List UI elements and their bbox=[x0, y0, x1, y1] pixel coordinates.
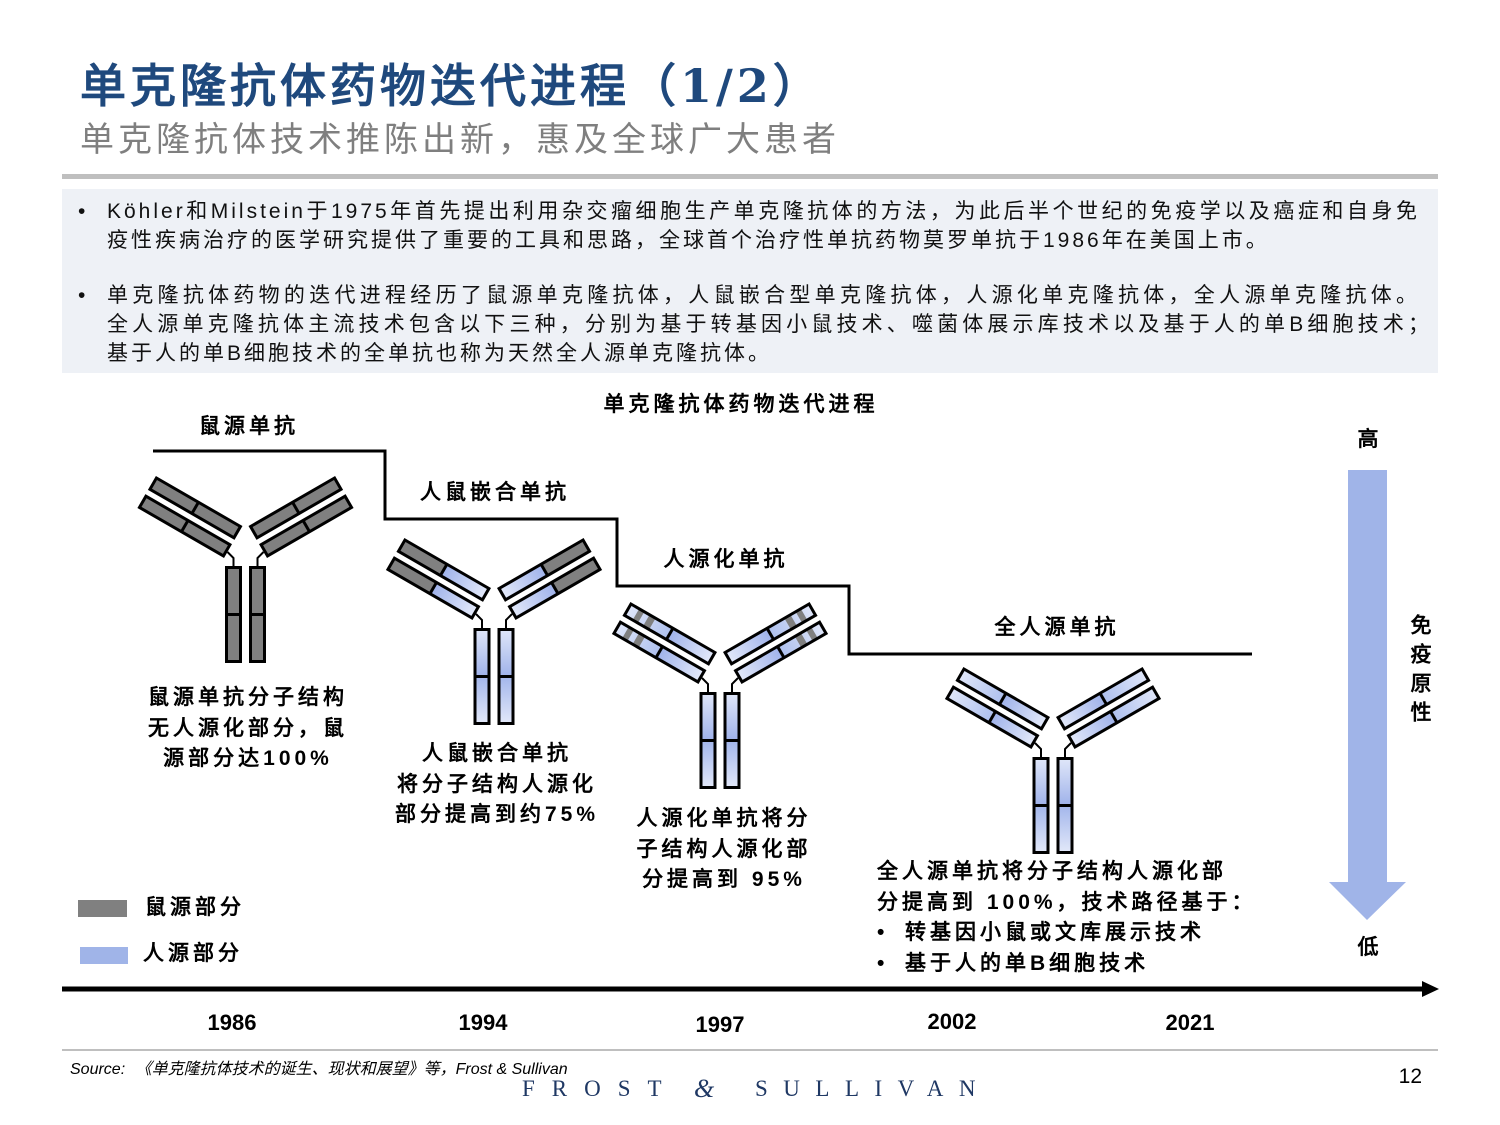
description-line: 源部分达100% bbox=[163, 747, 333, 770]
bullet-icon: • bbox=[78, 284, 86, 307]
legend-swatch-human bbox=[80, 947, 128, 964]
immunogenicity-high-label: 高 bbox=[1357, 428, 1379, 451]
stage-description-chimeric: 人鼠嵌合单抗 将分子结构人源化 部分提高到约75% bbox=[357, 739, 637, 831]
description-line: 分提高到 95% bbox=[642, 868, 806, 891]
stage-label-humanized: 人源化单抗 bbox=[663, 548, 789, 571]
logo-sullivan: SULLIVAN bbox=[755, 1076, 992, 1101]
diagram-title: 单克隆抗体药物迭代进程 bbox=[603, 393, 879, 416]
description-line: 全人源单抗将分子结构人源化部 bbox=[877, 860, 1227, 883]
description-line: 将分子结构人源化 bbox=[397, 772, 597, 796]
description-line: 人源化单抗将分 bbox=[636, 807, 812, 830]
footer-divider bbox=[62, 1049, 1438, 1051]
timeline-year: 2002 bbox=[927, 1009, 977, 1034]
logo-frost: FROST bbox=[522, 1076, 679, 1101]
source-label: Source: bbox=[70, 1061, 126, 1078]
immunogenicity-arrow-icon bbox=[1329, 470, 1406, 920]
summary-bullet-2-line-2: 全人源单克隆抗体主流技术包含以下三种，分别为基于转基因小鼠技术、噬菌体展示库技术… bbox=[107, 313, 1432, 336]
summary-bullet-2-line-1: 单克隆抗体药物的迭代进程经历了鼠源单克隆抗体，人鼠嵌合型单克隆抗体，人源化单克隆… bbox=[107, 284, 1420, 307]
summary-bullet-2-line-3: 基于人的单B细胞技术的全单抗也称为天然全人源单克隆抗体。 bbox=[107, 342, 773, 365]
humanized-antibody-icon bbox=[612, 602, 828, 789]
description-line: 部分提高到约75% bbox=[394, 803, 600, 826]
page-number: 12 bbox=[1398, 1065, 1422, 1088]
bullet-icon: • bbox=[78, 200, 86, 223]
page-subtitle: 单克隆抗体技术推陈出新，惠及全球广大患者 bbox=[80, 120, 840, 160]
description-bullet: • 转基因小鼠或文库展示技术 bbox=[877, 918, 1257, 949]
timeline-year: 2021 bbox=[1165, 1010, 1215, 1035]
timeline-year: 1994 bbox=[458, 1010, 508, 1035]
stage-description-murine: 鼠源单抗分子结构 无人源化部分，鼠 源部分达100% bbox=[118, 683, 378, 775]
chimeric-antibody-icon bbox=[386, 538, 602, 725]
timeline-year: 1997 bbox=[695, 1012, 745, 1037]
stage-label-murine: 鼠源单抗 bbox=[199, 415, 299, 438]
stage-label-fully-human: 全人源单抗 bbox=[994, 616, 1120, 639]
description-line: 子结构人源化部 bbox=[636, 837, 812, 861]
header-divider bbox=[62, 174, 1438, 179]
technology-item: 基于人的单B细胞技术 bbox=[905, 951, 1150, 975]
description-line: 无人源化部分，鼠 bbox=[148, 716, 348, 740]
legend-label-human: 人源部分 bbox=[143, 942, 243, 965]
description-bullet: • 基于人的单B细胞技术 bbox=[877, 949, 1257, 980]
bullet-icon: • bbox=[877, 921, 889, 944]
legend-swatch-murine bbox=[78, 900, 127, 917]
description-line: 鼠源单抗分子结构 bbox=[148, 686, 348, 709]
summary-box bbox=[62, 189, 1438, 373]
immunogenicity-axis-label: 免疫原性 bbox=[1408, 614, 1431, 730]
page-title: 单克隆抗体药物迭代进程（1/2） bbox=[80, 59, 823, 113]
legend-label-murine: 鼠源部分 bbox=[145, 896, 245, 919]
timeline-year: 1986 bbox=[207, 1010, 257, 1035]
description-line: 人鼠嵌合单抗 bbox=[422, 742, 572, 765]
technology-item: 转基因小鼠或文库展示技术 bbox=[905, 921, 1205, 944]
murine-antibody-icon bbox=[137, 476, 354, 663]
bullet-icon: • bbox=[877, 951, 889, 975]
stage-description-fully-human: 全人源单抗将分子结构人源化部 分提高到 100%，技术路径基于： • 转基因小鼠或… bbox=[877, 857, 1257, 979]
summary-bullet-1-line-1: Köhler和Milstein于1975年首先提出利用杂交瘤细胞生产单克隆抗体的… bbox=[107, 200, 1420, 223]
summary-bullet-1-line-2: 疫性疾病治疗的医学研究提供了重要的工具和思路，全球首个治疗性单抗药物莫罗单抗于1… bbox=[107, 229, 1270, 252]
fully-human-antibody-icon bbox=[945, 667, 1161, 854]
source-note: Source: 《单克隆抗体技术的诞生、现状和展望》等，Frost & Sull… bbox=[70, 1060, 568, 1080]
logo-ampersand: & bbox=[694, 1074, 715, 1103]
stage-description-humanized: 人源化单抗将分 子结构人源化部 分提高到 95% bbox=[594, 804, 854, 896]
immunogenicity-low-label: 低 bbox=[1357, 936, 1379, 959]
description-line: 分提高到 100%，技术路径基于： bbox=[877, 890, 1257, 914]
timeline-arrowhead-icon bbox=[1422, 981, 1439, 997]
stage-label-chimeric: 人鼠嵌合单抗 bbox=[420, 481, 570, 504]
source-text: 《单克隆抗体技术的诞生、现状和展望》等，Frost & Sullivan bbox=[135, 1061, 568, 1078]
